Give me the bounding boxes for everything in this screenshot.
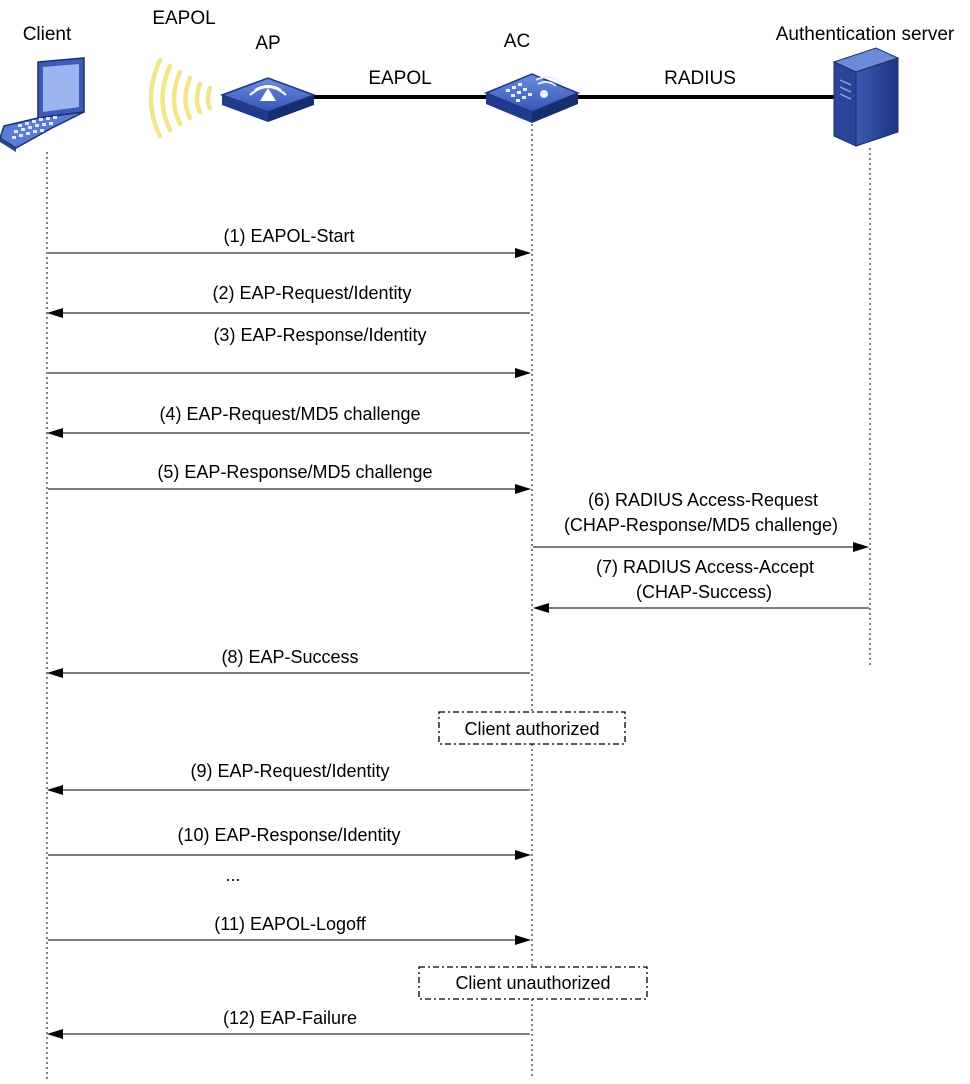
access-controller-icon	[484, 73, 580, 123]
ac-label: AC	[504, 31, 530, 52]
unauthorized-state-box	[418, 966, 648, 1000]
message-label-7-line1: (7) RADIUS Access-Accept	[596, 557, 814, 577]
message-label-12: (12) EAP-Failure	[223, 1008, 357, 1028]
message-label-4: (4) EAP-Request/MD5 challenge	[159, 404, 420, 424]
continuation-ellipsis: ...	[225, 865, 240, 885]
ap-label: AP	[255, 33, 280, 54]
message-label-6-line1: (6) RADIUS Access-Request	[588, 490, 818, 510]
message-label-7-line2: (CHAP-Success)	[636, 582, 772, 602]
message-label-3: (3) EAP-Response/Identity	[213, 325, 426, 345]
message-label-11: (11) EAPOL-Logoff	[214, 914, 366, 934]
wireless-eapol-label: EAPOL	[152, 8, 215, 29]
server-tower-icon	[832, 47, 900, 147]
message-label-6-line2: (CHAP-Response/MD5 challenge)	[564, 515, 838, 535]
message-label-5: (5) EAP-Response/MD5 challenge	[157, 462, 432, 482]
authorized-state-label: Client authorized	[464, 719, 599, 739]
wireless-signal-icon	[148, 57, 213, 139]
ac-server-link-label: RADIUS	[664, 68, 736, 89]
ap-ac-link-label: EAPOL	[368, 68, 431, 89]
message-label-2: (2) EAP-Request/Identity	[212, 283, 411, 303]
message-label-10: (10) EAP-Response/Identity	[177, 825, 400, 845]
auth-server-label: Authentication server	[776, 24, 955, 45]
laptop-icon	[0, 57, 85, 152]
authorized-state-box	[438, 711, 626, 745]
unauthorized-state-label: Client unauthorized	[455, 973, 610, 993]
access-point-icon	[219, 77, 317, 122]
message-label-9: (9) EAP-Request/Identity	[190, 761, 389, 781]
message-label-8: (8) EAP-Success	[221, 647, 358, 667]
message-label-1: (1) EAPOL-Start	[223, 226, 354, 246]
client-label: Client	[23, 24, 72, 45]
